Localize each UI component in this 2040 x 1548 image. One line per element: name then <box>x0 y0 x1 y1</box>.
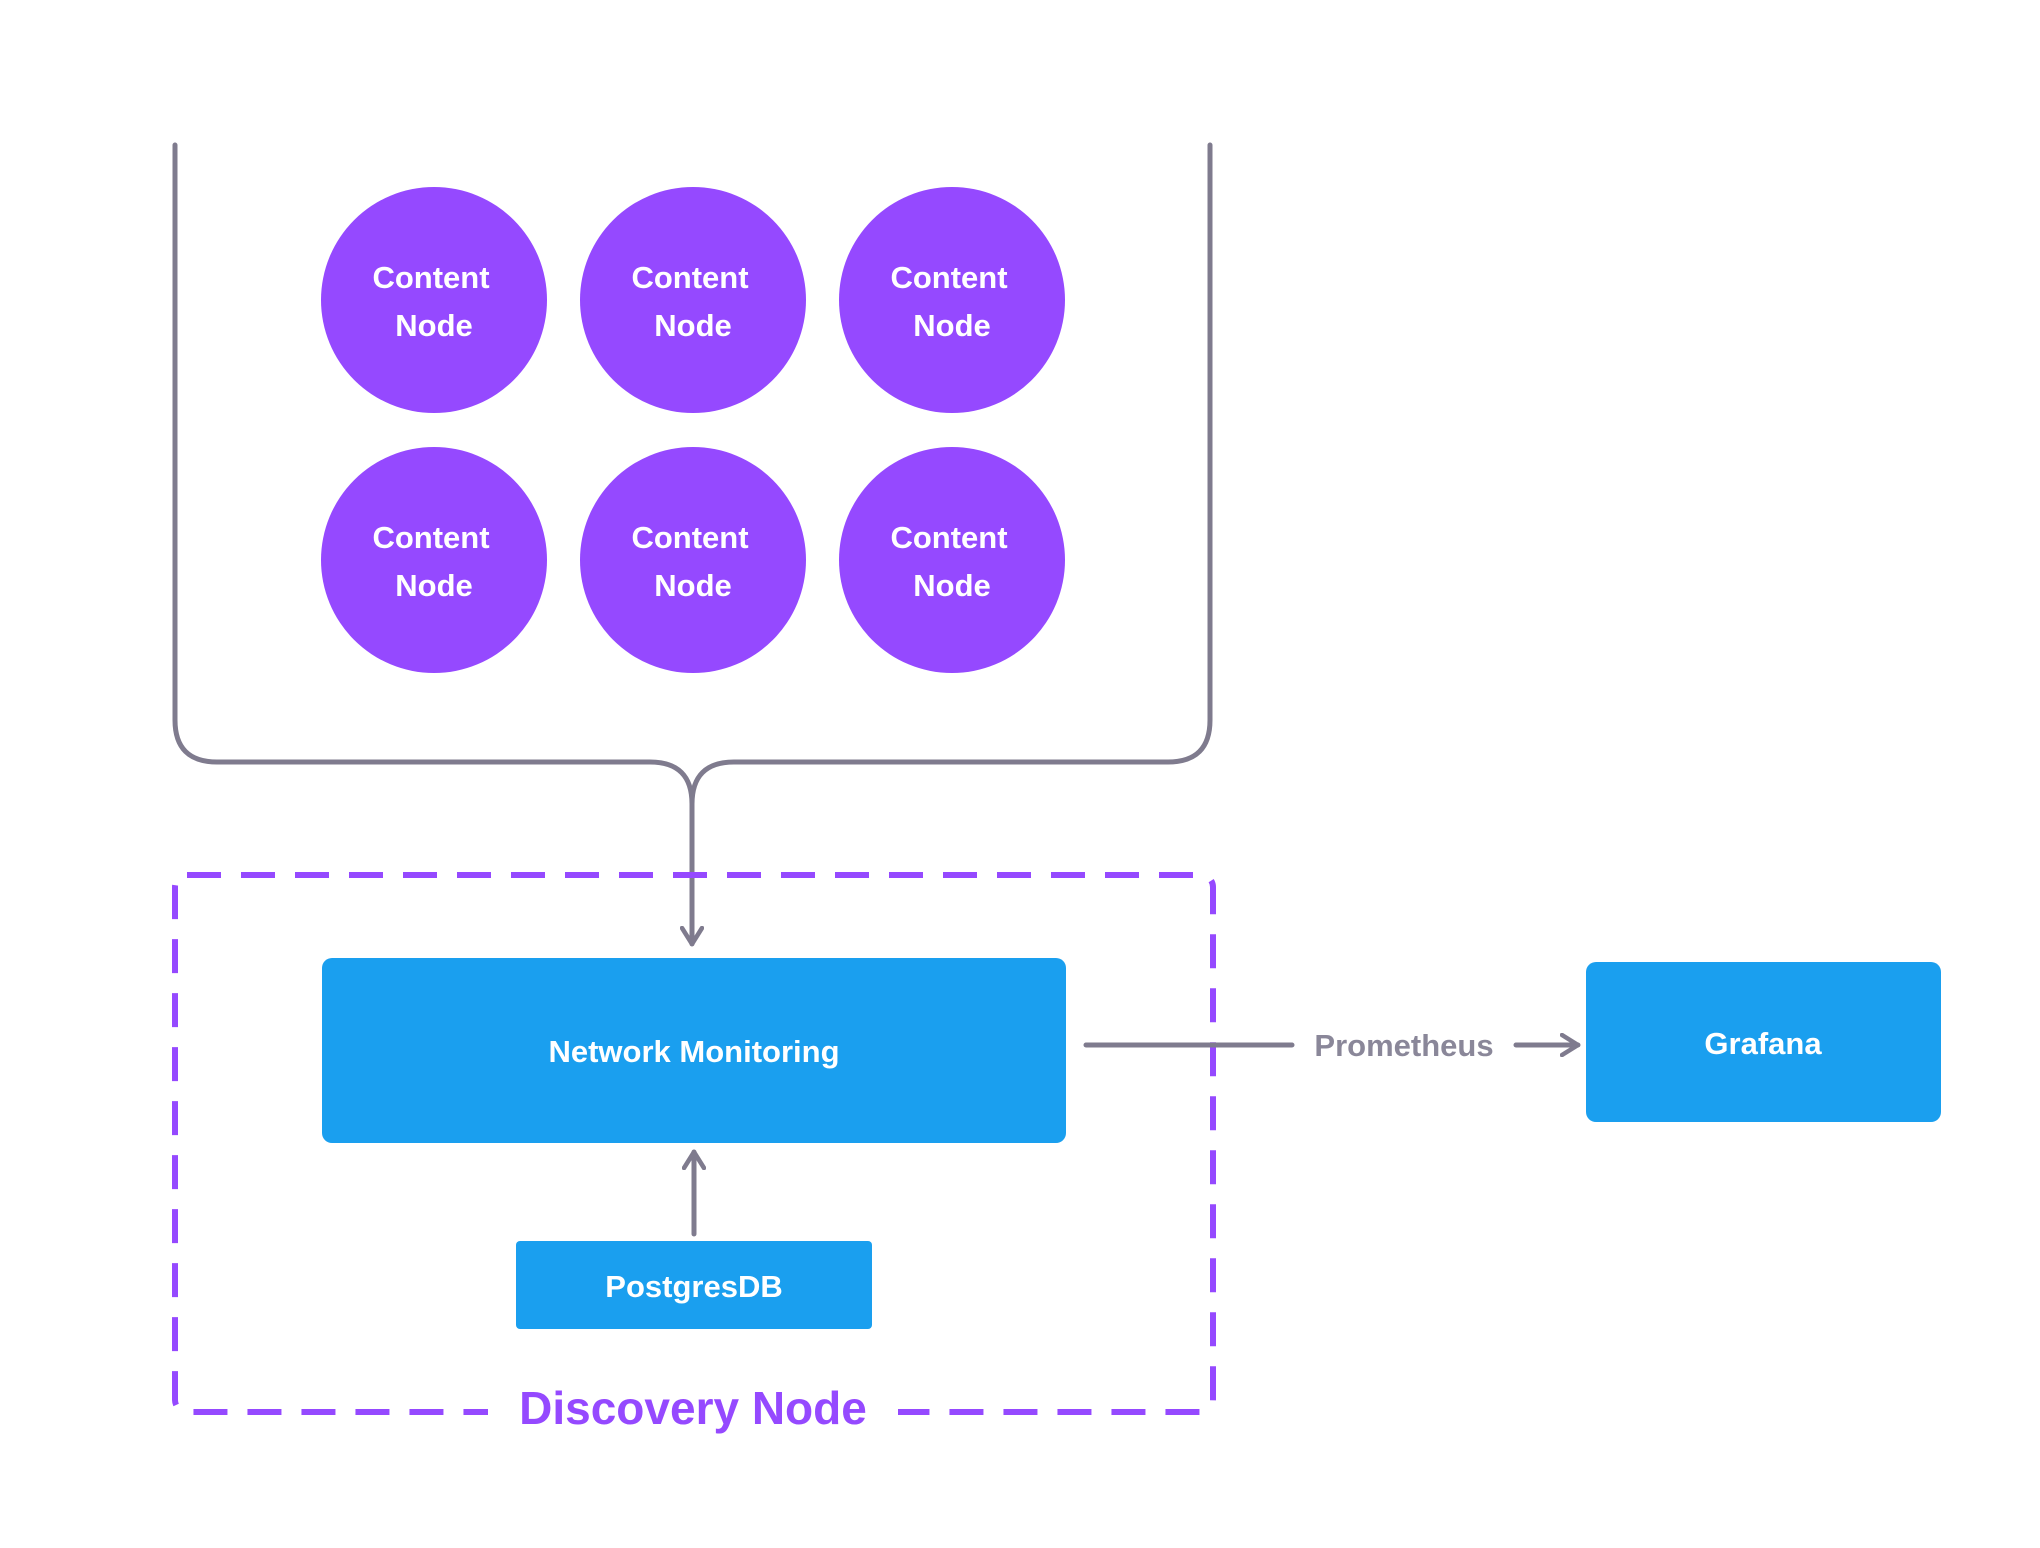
content-node-label-line2: Node <box>654 568 732 603</box>
grafana-box[interactable]: Grafana <box>1586 962 1941 1122</box>
content-node-label-line1: Content <box>890 260 1007 295</box>
network-monitoring-label: Network Monitoring <box>548 1034 839 1069</box>
content-node-label-line1: Content <box>372 260 489 295</box>
discovery-node-group <box>172 872 1216 1415</box>
content-node[interactable]: Content Node <box>321 187 547 413</box>
grafana-label: Grafana <box>1704 1026 1822 1061</box>
content-node-label-line2: Node <box>913 568 991 603</box>
postgres-box[interactable]: PostgresDB <box>516 1241 872 1329</box>
content-node-label-line1: Content <box>631 260 748 295</box>
prometheus-edge-label: Prometheus <box>1314 1028 1493 1063</box>
content-node[interactable]: Content Node <box>321 447 547 673</box>
discovery-node-label: Discovery Node <box>519 1382 867 1434</box>
content-node-label-line2: Node <box>654 308 732 343</box>
content-node-label-line1: Content <box>372 520 489 555</box>
content-node-label-line1: Content <box>631 520 748 555</box>
postgres-label: PostgresDB <box>605 1269 782 1304</box>
content-node[interactable]: Content Node <box>839 447 1065 673</box>
discovery-node-label-mask <box>488 1382 898 1442</box>
content-node[interactable]: Content Node <box>580 187 806 413</box>
content-node[interactable]: Content Node <box>580 447 806 673</box>
content-node-label-line1: Content <box>890 520 1007 555</box>
content-node-label-line2: Node <box>395 568 473 603</box>
content-node[interactable]: Content Node <box>839 187 1065 413</box>
network-monitoring-box[interactable]: Network Monitoring <box>322 958 1066 1143</box>
content-node-label-line2: Node <box>395 308 473 343</box>
content-node-label-line2: Node <box>913 308 991 343</box>
